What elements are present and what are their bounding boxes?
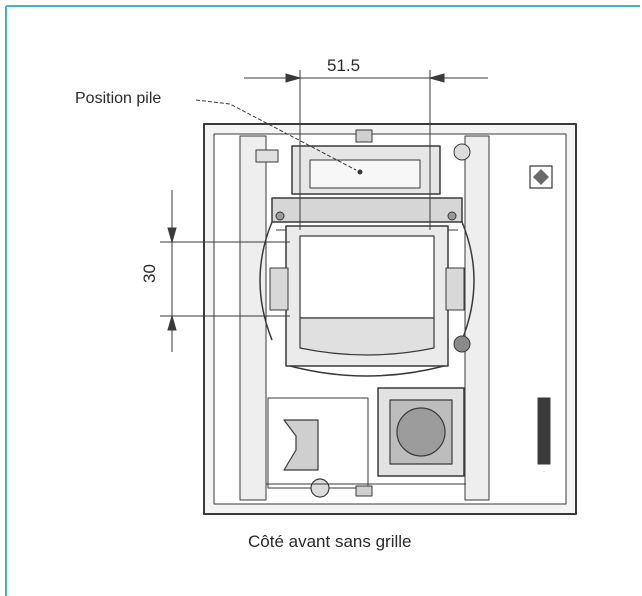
dim-left-arrow-top — [167, 227, 177, 244]
dimension-top-label: 51.5 — [327, 56, 361, 75]
left-lever — [269, 267, 289, 311]
mechanism-window — [299, 235, 435, 319]
right-badge — [537, 397, 551, 465]
dimension-lines — [160, 70, 488, 352]
lower-left-bracket — [283, 419, 319, 471]
top-left-tab — [255, 149, 279, 163]
top-clip — [355, 129, 373, 143]
symbol-diamond — [533, 169, 549, 185]
dim-top-arrow-left — [285, 73, 302, 83]
hinge-pin-right — [447, 211, 457, 221]
bottom-clip — [355, 485, 373, 497]
battery-position-label: Position pile — [75, 90, 162, 107]
left-rail — [239, 135, 267, 501]
bottom-screw — [310, 478, 330, 498]
base-curve — [289, 365, 445, 377]
device-body — [203, 123, 577, 515]
dimension-left-label: 30 — [140, 264, 159, 283]
right-lever — [445, 267, 465, 311]
dim-left-arrow-bottom — [167, 314, 177, 331]
hinge-pin-left — [275, 211, 285, 221]
knob — [453, 335, 471, 353]
mechanism-arc-right — [461, 221, 475, 341]
mechanism-tray — [299, 317, 435, 356]
battery-leader — [195, 99, 357, 171]
battery-slot — [309, 159, 421, 189]
drawing-caption: Côté avant sans grille — [248, 532, 412, 551]
transformer-coil — [396, 407, 446, 457]
dim-top-arrow-right — [428, 73, 445, 83]
top-right-screw — [453, 143, 471, 161]
battery-dot — [357, 169, 363, 175]
mechanism-arc-left — [259, 221, 273, 341]
